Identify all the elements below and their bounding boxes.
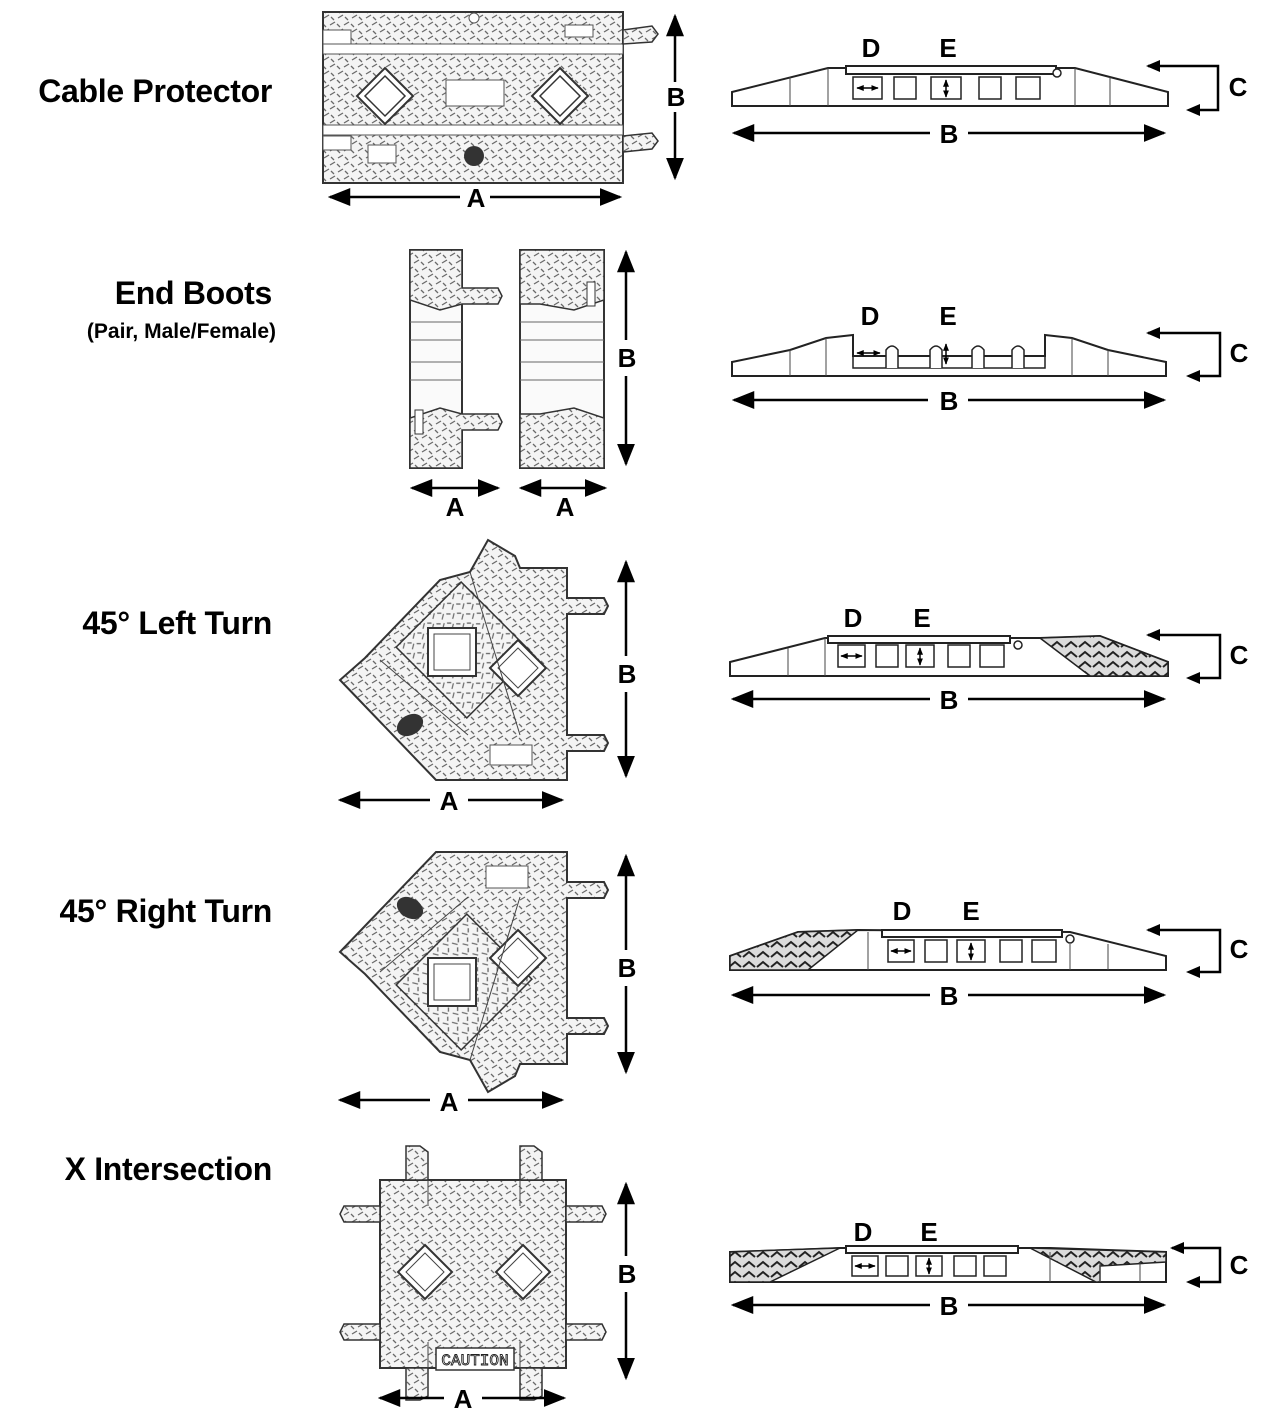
end-boot-female-top-view xyxy=(519,249,605,469)
x-intersection-dimension-c: C xyxy=(1170,1242,1249,1288)
dimension-label-b: B xyxy=(618,659,637,689)
right-turn-side-view xyxy=(729,928,1167,971)
dimension-label-e: E xyxy=(920,1217,937,1247)
dimension-label-a: A xyxy=(440,1087,459,1117)
row-title-left-turn: 45° Left Turn xyxy=(82,605,272,641)
right-turn-dimension-b-vertical: B xyxy=(617,853,637,1075)
dimension-label-c: C xyxy=(1230,1250,1249,1280)
dimension-label-c: C xyxy=(1230,640,1249,670)
row-title-cable-protector: Cable Protector xyxy=(38,73,272,109)
dimension-label-b: B xyxy=(940,119,959,149)
cable-protector-dimension-a: A xyxy=(327,183,623,213)
dimension-label-a: A xyxy=(454,1384,473,1408)
row-title-x-intersection: X Intersection xyxy=(64,1151,273,1187)
cable-protector-top-view xyxy=(322,11,659,184)
dimension-label-d: D xyxy=(893,896,912,926)
end-boots-side-view xyxy=(731,333,1167,377)
right-turn-top-view xyxy=(338,851,610,1094)
dimension-label-a: A xyxy=(446,492,465,522)
dimension-label-b: B xyxy=(940,685,959,715)
dimension-label-a: A xyxy=(467,183,486,213)
left-turn-dimension-b-horizontal: B xyxy=(730,685,1167,715)
dimension-label-b: B xyxy=(940,981,959,1011)
x-intersection-side-view xyxy=(729,1245,1167,1283)
dimension-label-b: B xyxy=(618,1259,637,1289)
end-boots-dimension-a-female: A xyxy=(518,479,608,522)
left-turn-top-view xyxy=(338,538,610,781)
x-intersection-dimension-b-horizontal: B xyxy=(730,1291,1167,1321)
x-intersection-top-view: CAUTION xyxy=(339,1145,607,1401)
end-boot-male-top-view xyxy=(409,249,503,469)
dimension-label-b: B xyxy=(618,343,637,373)
dimension-label-b: B xyxy=(618,953,637,983)
right-turn-dimension-a: A xyxy=(337,1087,565,1117)
right-turn-dimension-c: C xyxy=(1146,924,1249,978)
cable-protector-side-view xyxy=(731,65,1169,107)
dimension-label-c: C xyxy=(1230,934,1249,964)
row-title-end-boots: End Boots xyxy=(114,275,273,311)
dimension-label-a: A xyxy=(556,492,575,522)
left-turn-dimension-b-vertical: B xyxy=(617,559,637,779)
dimension-label-b: B xyxy=(667,82,686,112)
dimension-label-e: E xyxy=(962,896,979,926)
dimension-label-d: D xyxy=(854,1217,873,1247)
end-boots-dimension-b-horizontal: B xyxy=(731,386,1167,416)
end-boots-dimension-b-vertical: B xyxy=(617,249,637,467)
left-turn-dimension-c: C xyxy=(1146,629,1249,684)
right-turn-dimension-b-horizontal: B xyxy=(730,981,1167,1011)
dimension-label-a: A xyxy=(440,786,459,816)
dimension-label-d: D xyxy=(862,33,881,63)
row-subtitle-end-boots: (Pair, Male/Female) xyxy=(86,320,276,343)
dimension-label-e: E xyxy=(913,603,930,633)
dimension-label-d: D xyxy=(861,301,880,331)
end-boots-dimension-a-male: A xyxy=(409,479,501,522)
x-intersection-dimension-a: A xyxy=(377,1384,567,1408)
x-intersection-dimension-b-vertical: B xyxy=(617,1181,637,1381)
left-turn-dimension-a: A xyxy=(337,786,565,816)
dimension-label-d: D xyxy=(844,603,863,633)
dimension-label-e: E xyxy=(939,33,956,63)
dimension-label-b: B xyxy=(940,386,959,416)
dimension-label-c: C xyxy=(1229,72,1248,102)
left-turn-side-view xyxy=(729,634,1169,677)
cable-protector-dimension-c: C xyxy=(1146,60,1248,116)
dimension-label-c: C xyxy=(1230,338,1249,368)
caution-plate-text: CAUTION xyxy=(441,1352,508,1370)
dimension-label-b: B xyxy=(940,1291,959,1321)
end-boots-dimension-c: C xyxy=(1146,327,1249,382)
cable-protector-dimension-b-horizontal: B xyxy=(731,119,1167,149)
dimension-label-e: E xyxy=(939,301,956,331)
cable-protector-dimension-b-vertical: B xyxy=(666,13,686,181)
row-title-right-turn: 45° Right Turn xyxy=(59,893,273,929)
